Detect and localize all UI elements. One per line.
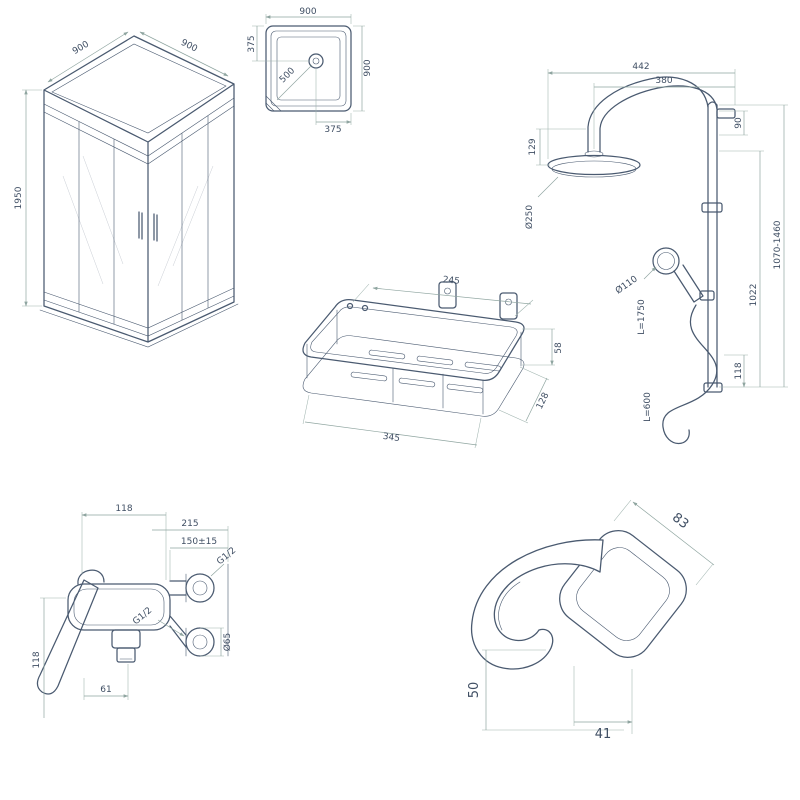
hanging-hole <box>361 304 369 312</box>
column-dimensions: 442 380 129 Ø250 90 Ø110 1070-1460 1022 … <box>524 62 788 422</box>
dim-basket-width: 128 <box>535 391 552 411</box>
hand-shower-handle <box>673 264 704 303</box>
basket-wires <box>306 309 522 415</box>
mixer-dimensions: 118 215 150±15 G1/2 G1/2 Ø65 118 61 <box>32 504 238 718</box>
dim-pipe-length: 1022 <box>749 284 759 307</box>
dim-hook-depth: 41 <box>595 727 612 742</box>
enclosure-outline <box>39 35 239 348</box>
hand-shower-head <box>652 247 680 275</box>
dim-hand-shower-diameter: Ø110 <box>613 273 639 296</box>
dim-enclosure-width-right: 900 <box>179 38 199 55</box>
enclosure-3d-drawing: 1950 900 900 <box>14 31 239 348</box>
rain-shower-head <box>547 154 641 176</box>
dim-thread-lower: G1/2 <box>131 606 154 627</box>
basket-slots <box>350 349 502 394</box>
panel-tray-top-view: 900 900 375 500 375 <box>246 6 381 146</box>
panel-hook: 83 50 41 <box>428 482 768 787</box>
upper-union <box>185 573 215 603</box>
dim-height-range: 1070-1460 <box>773 220 783 269</box>
dim-hose-min: L=600 <box>643 392 653 422</box>
dim-head-diameter: Ø250 <box>524 205 535 230</box>
dim-tray-depth: 900 <box>363 59 373 76</box>
dim-basket-length: 345 <box>382 432 400 444</box>
diverter <box>701 202 723 213</box>
dim-basket-height: 58 <box>554 342 564 354</box>
dim-head-drop: 129 <box>528 138 538 155</box>
riser-pipe <box>707 101 718 388</box>
dim-outlet-offset: 61 <box>100 685 111 695</box>
mixer-outline <box>36 563 229 695</box>
lower-union <box>185 627 215 657</box>
dim-enclosure-width-left: 900 <box>71 39 91 57</box>
hook-arm <box>470 539 604 670</box>
dim-tray-width: 900 <box>299 7 316 17</box>
dim-top-clearance: 90 <box>734 117 744 129</box>
lever-handle <box>36 579 99 695</box>
mixer-drawing: 118 215 150±15 G1/2 G1/2 Ø65 118 61 <box>32 504 238 718</box>
hook-drawing: 83 50 41 <box>467 482 715 742</box>
dim-flange-diameter: Ø65 <box>222 633 233 652</box>
upper-wall-bracket <box>716 108 736 119</box>
basket-rim <box>302 299 525 381</box>
hook-outline <box>470 530 687 670</box>
shower-hose <box>662 304 718 445</box>
panel-mixer: 118 215 150±15 G1/2 G1/2 Ø65 118 61 <box>18 468 243 793</box>
dim-drain-from-top: 375 <box>247 35 257 52</box>
basket-outline <box>302 281 525 417</box>
outlet-nozzle <box>116 647 136 663</box>
dim-mixer-body-height: 118 <box>32 651 42 668</box>
basket-base <box>302 335 525 417</box>
basket-dimensions: 245 345 128 58 <box>302 275 564 449</box>
dim-hose-length: L=1750 <box>637 299 647 335</box>
dim-enclosure-height: 1950 <box>14 186 24 209</box>
dim-column-overall-width: 442 <box>632 62 649 72</box>
basket-drawing: 245 345 128 58 <box>302 275 564 449</box>
door-handles <box>138 211 158 242</box>
dim-hook-height: 50 <box>467 682 482 699</box>
hanging-hole <box>346 302 354 310</box>
dim-thread-upper: G1/2 <box>215 546 238 567</box>
shower-column-drawing: 442 380 129 Ø250 90 Ø110 1070-1460 1022 … <box>524 62 788 445</box>
dim-basket-inner-length: 245 <box>442 275 460 287</box>
dim-mixer-spout: 118 <box>115 504 132 514</box>
tray-dimensions: 900 900 375 500 375 <box>247 7 373 135</box>
dim-mixer-overall-width: 215 <box>181 519 198 529</box>
panel-enclosure-3d: 1950 900 900 <box>8 6 248 351</box>
glass-reflection-lines <box>62 155 214 287</box>
panel-basket: 245 345 128 58 <box>253 252 578 492</box>
tray-top-view-drawing: 900 900 375 500 375 <box>247 7 373 135</box>
dim-hook-width: 83 <box>669 510 691 532</box>
panel-shower-column: 442 380 129 Ø250 90 Ø110 1070-1460 1022 … <box>498 55 796 475</box>
enclosure-dimensions: 1950 900 900 <box>14 31 229 307</box>
dim-drain-from-right: 375 <box>324 125 341 135</box>
dim-head-offset: 380 <box>655 76 672 86</box>
hook-dimensions: 83 50 41 <box>467 500 715 742</box>
dim-bottom-offset: 118 <box>734 362 744 379</box>
outlet-body <box>111 629 141 649</box>
dim-mixer-centers: 150±15 <box>181 537 217 547</box>
